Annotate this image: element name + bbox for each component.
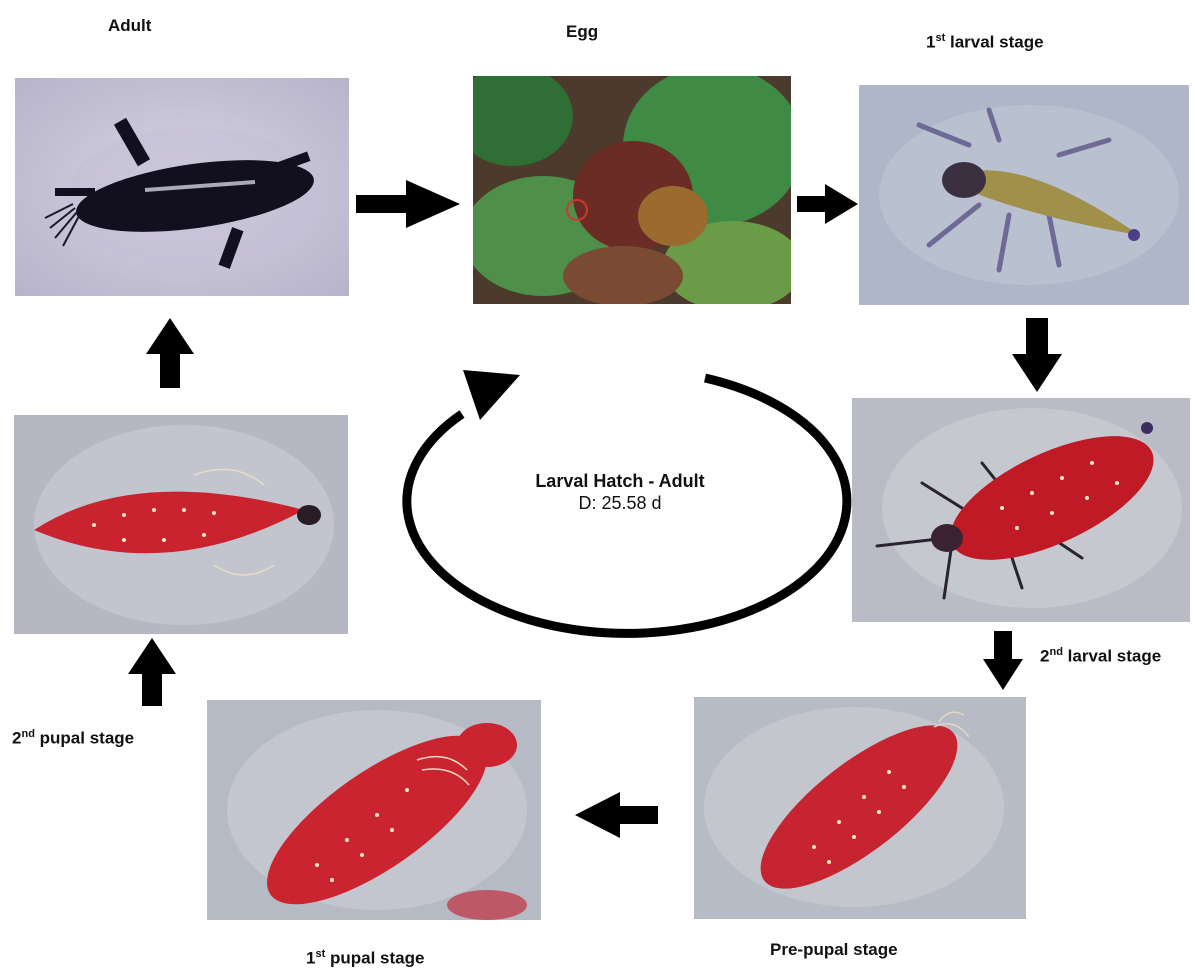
cycle-summary: Larval Hatch - Adult D: 25.58 d: [470, 470, 770, 514]
cycle-title: Larval Hatch - Adult: [470, 470, 770, 492]
arrow-right-icon: [797, 184, 858, 224]
arrow-up-icon: [128, 638, 176, 706]
cycle-arrowhead-icon: [463, 370, 520, 420]
cycle-duration: D: 25.58 d: [470, 492, 770, 514]
arrow-up-icon: [146, 318, 194, 388]
arrow-left-icon: [575, 792, 658, 838]
arrow-right-icon: [356, 180, 460, 228]
arrow-down-icon: [1012, 318, 1062, 392]
arrow-down-icon: [983, 631, 1023, 690]
